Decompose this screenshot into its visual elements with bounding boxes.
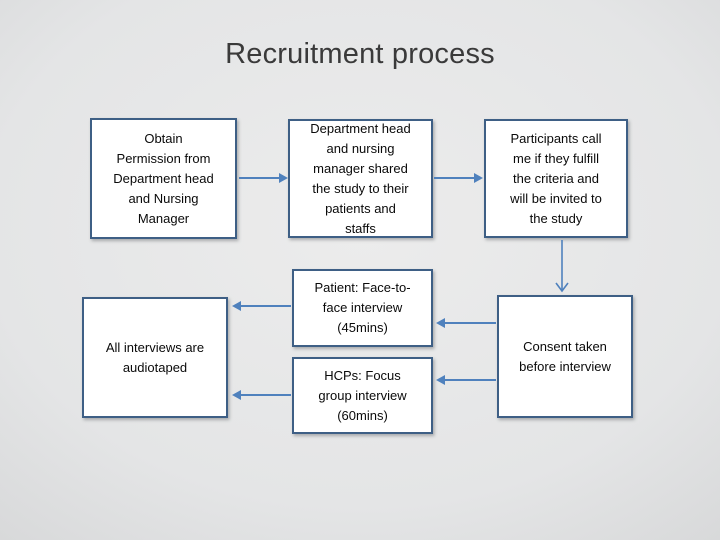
flowchart-box-interviews-audiotaped: All interviews are audiotaped <box>82 297 228 418</box>
arrow-right-share-to-participants-icon <box>434 173 483 183</box>
box-label: All interviews are audiotaped <box>105 339 205 375</box>
box-label: Obtain Permission from Department head a… <box>113 130 214 226</box>
flowchart-box-patient-interview: Patient: Face-to- face interview (45mins… <box>292 269 433 347</box>
arrow-left-consent-to-hcp-icon <box>436 375 496 385</box>
arrow-left-hcp-to-audiotaped-icon <box>232 390 291 400</box>
box-label: Patient: Face-to- face interview (45mins… <box>314 280 411 335</box>
arrow-left-patient-to-audiotaped-icon <box>232 301 291 311</box>
flowchart-box-participants-call: Participants call me if they fulfill the… <box>484 119 628 238</box>
arrow-right-obtain-to-share-icon <box>239 173 288 183</box>
arrow-left-consent-to-patient-icon <box>436 318 496 328</box>
flowchart-box-hcp-interview: HCPs: Focus group interview (60mins) <box>292 357 433 434</box>
box-label: Consent taken before interview <box>519 338 611 374</box>
arrow-down-participants-to-consent-icon <box>555 240 569 293</box>
slide-title: Recruitment process <box>225 38 495 70</box>
box-label: Participants call me if they fulfill the… <box>510 130 602 226</box>
flowchart-box-share-study: Department head and nursing manager shar… <box>288 119 433 238</box>
flowchart-box-consent: Consent taken before interview <box>497 295 633 418</box>
box-label: Department head and nursing manager shar… <box>310 120 411 236</box>
flowchart-box-obtain-permission: Obtain Permission from Department head a… <box>90 118 237 239</box>
box-label: HCPs: Focus group interview (60mins) <box>318 367 407 423</box>
